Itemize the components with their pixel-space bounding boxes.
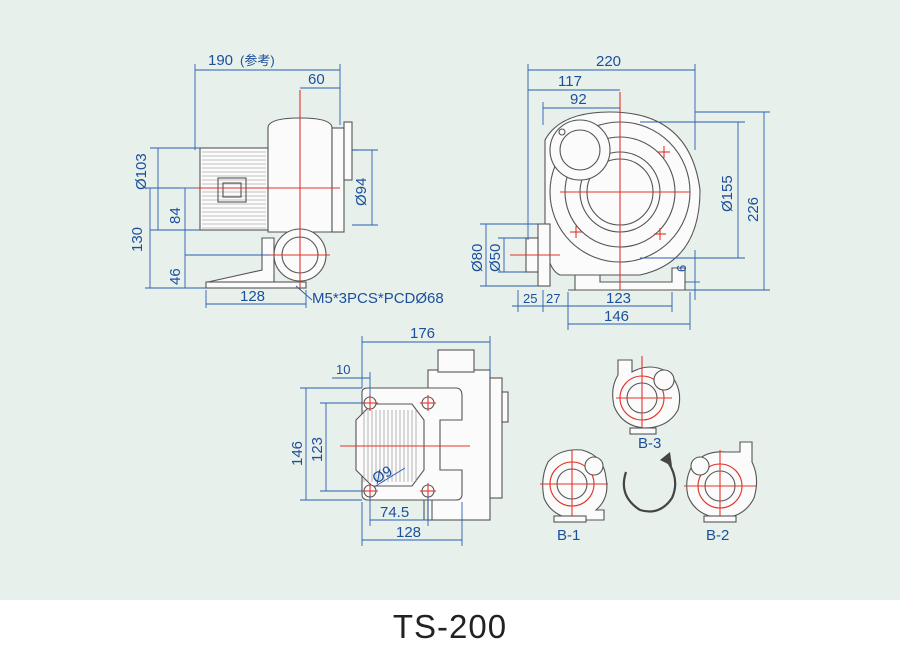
dim-220: 220 [596,53,621,70]
dim-130: 130 [129,227,146,252]
dim-117: 117 [558,73,582,90]
dim-128-top: 128 [396,524,421,541]
dim-190: 190 [208,52,233,69]
motor-body [199,147,269,231]
dim-6: 6 [674,265,689,272]
dim-92: 92 [570,91,587,108]
dim-o80: Ø80 [469,244,486,272]
dim-27: 27 [546,291,560,306]
dim-25: 25 [523,291,537,306]
top-view: 176 10 146 123 Ø9 74.5 [289,325,509,546]
housing-flange [331,127,345,233]
dim-74-5: 74.5 [380,504,409,521]
drawing-panel: 190 (参考) 60 Ø103 Ø94 84 130 [0,0,900,600]
dim-123-front: 123 [606,290,631,307]
dim-176: 176 [410,325,435,342]
dim-128-side: 128 [240,288,265,305]
mount-note: M5*3PCS*PCDØ68 [312,290,444,307]
side-view: 190 (参考) 60 Ø103 Ø94 84 130 [129,52,444,308]
dim-60: 60 [308,71,325,88]
dim-146-front: 146 [604,308,629,325]
rotation-arrow-icon [622,452,677,513]
terminal-box [217,177,247,203]
dim-190-note: (参考) [240,53,275,68]
base-plate [205,281,307,289]
mounting-foot [207,237,275,283]
top-inlet [437,349,475,373]
dim-o94: Ø94 [353,178,370,206]
dim-146-top: 146 [289,441,306,466]
dim-123-top: 123 [309,437,326,462]
orientation-b3: B-3 [612,356,681,452]
top-motor [355,403,425,487]
technical-drawing: 190 (参考) 60 Ø103 Ø94 84 130 [129,52,770,546]
dim-84: 84 [167,207,184,224]
label-b3: B-3 [638,435,661,452]
dim-o103: Ø103 [133,153,150,190]
label-b1: B-1 [557,527,580,544]
dim-46: 46 [167,268,184,285]
dim-o50: Ø50 [487,244,504,272]
dim-226: 226 [745,197,762,222]
orientation-b2: B-2 [684,441,758,544]
dim-10: 10 [336,362,350,377]
inlet-port [549,119,611,181]
dim-o155: Ø155 [719,175,736,212]
model-title: TS-200 [392,608,508,645]
label-b2: B-2 [706,527,729,544]
orientation-b1: B-1 [540,449,608,544]
bolt-marks [570,146,670,240]
front-view: 220 117 92 Ø155 226 Ø80 [469,53,770,330]
